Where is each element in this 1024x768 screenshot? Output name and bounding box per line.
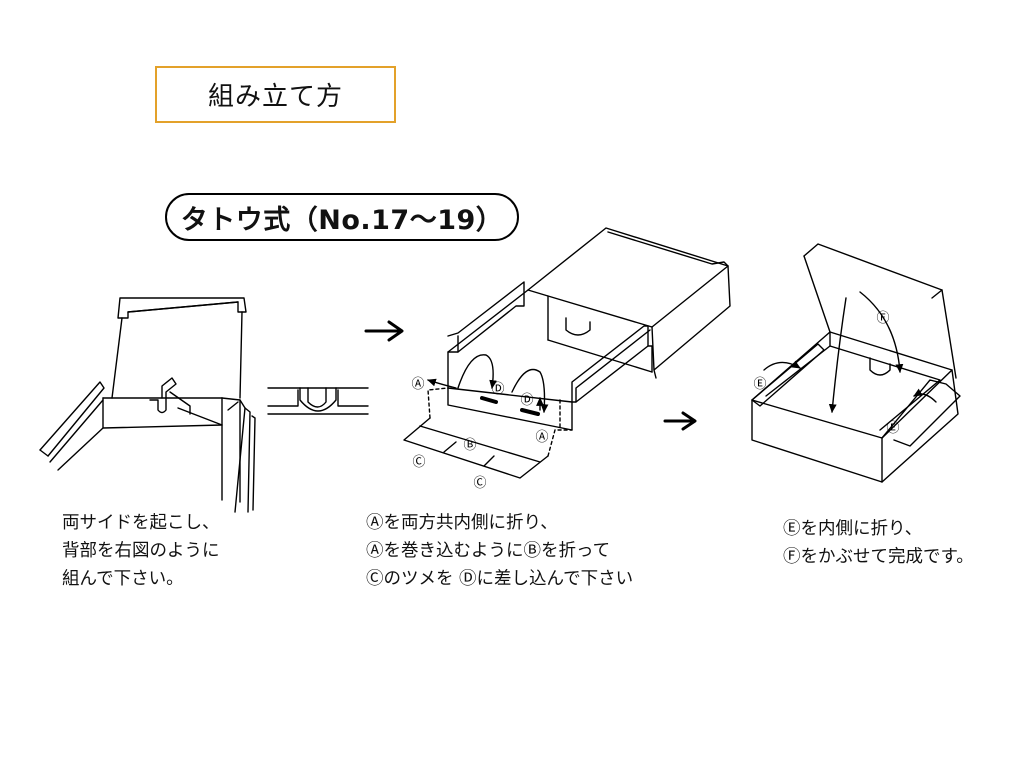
label-e: Ⓔ [753, 377, 766, 392]
step2-illustration [404, 228, 730, 478]
label-d: Ⓓ [491, 382, 504, 397]
arrow-right-icon [665, 413, 695, 429]
box-type-label: タトウ式（No.17〜19） [165, 193, 519, 241]
label-a: Ⓐ [411, 377, 424, 392]
label-c: Ⓒ [473, 476, 486, 491]
label-a: Ⓐ [535, 430, 548, 445]
step1-illustration [40, 298, 255, 512]
step2-instructions: Ⓐを両方共内側に折り、 Ⓐを巻き込むようにⒷを折って Ⓒのツメを Ⓓに差し込んで… [366, 509, 633, 593]
notch-detail-illustration [268, 388, 368, 414]
step3-instructions: Ⓔを内側に折り、 Ⓕをかぶせて完成です。 [783, 515, 974, 571]
arrow-right-icon [366, 322, 402, 340]
step3-illustration [752, 244, 960, 482]
step3-line: Ⓕをかぶせて完成です。 [783, 547, 974, 567]
label-c: Ⓒ [412, 455, 425, 470]
label-f: Ⓕ [876, 311, 889, 326]
step1-line: 組んで下さい。 [62, 569, 184, 589]
step1-line: 両サイドを起こし、 [62, 513, 220, 533]
step2-line: Ⓐを巻き込むようにⒷを折って [366, 541, 611, 561]
label-b: Ⓑ [463, 438, 476, 453]
step1-instructions: 両サイドを起こし、 背部を右図のように 組んで下さい。 [62, 509, 220, 593]
label-d: Ⓓ [520, 393, 533, 408]
step2-line: Ⓐを両方共内側に折り、 [366, 513, 558, 533]
label-e: Ⓔ [886, 421, 899, 436]
step1-line: 背部を右図のように [62, 541, 220, 561]
step2-line: Ⓒのツメを Ⓓに差し込んで下さい [366, 569, 634, 589]
step3-line: Ⓔを内側に折り、 [783, 519, 923, 539]
page-title: 組み立て方 [155, 66, 396, 123]
